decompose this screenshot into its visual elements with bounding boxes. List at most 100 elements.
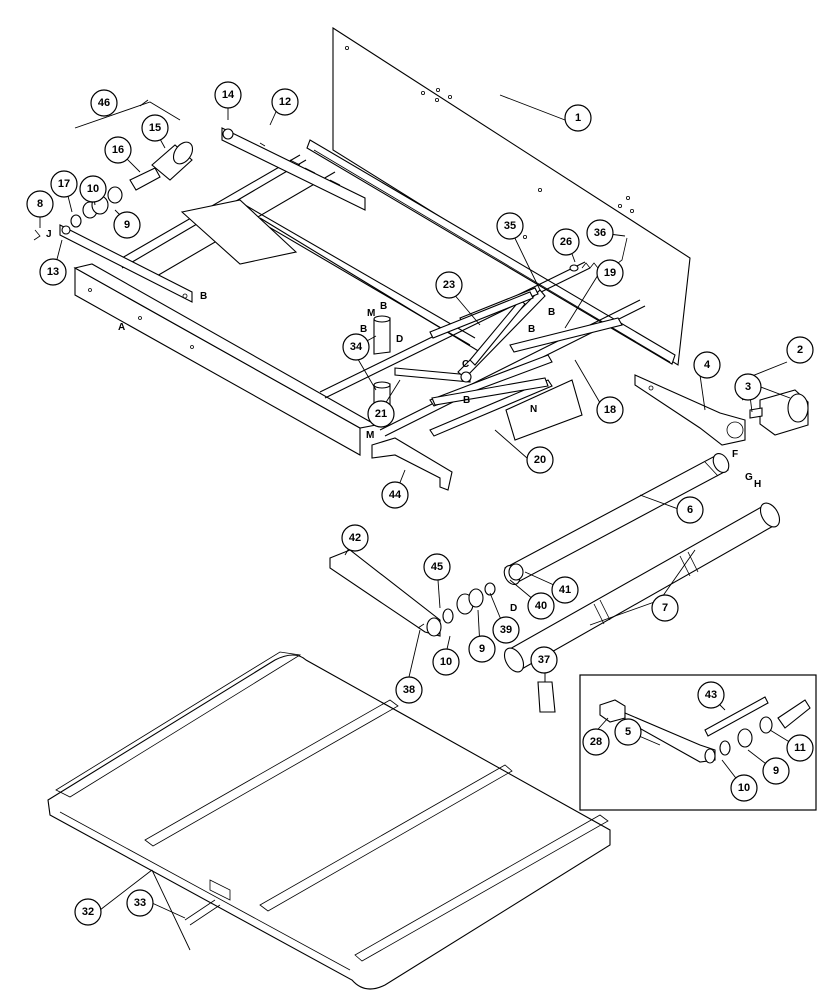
svg-text:8: 8 bbox=[37, 198, 43, 210]
svg-text:7: 7 bbox=[662, 602, 668, 614]
callout-17: 17 bbox=[50, 170, 78, 198]
callout-8: 8 bbox=[26, 190, 54, 218]
svg-text:43: 43 bbox=[705, 689, 717, 701]
letter-J: J bbox=[46, 229, 52, 240]
letter-N: N bbox=[530, 404, 537, 415]
letter-M: M bbox=[366, 430, 374, 441]
callout-19: 19 bbox=[596, 259, 624, 287]
callout-36: 36 bbox=[586, 219, 614, 247]
callout-16: 16 bbox=[104, 136, 132, 164]
callout-21: 21 bbox=[367, 400, 395, 428]
callout-37: 37 bbox=[530, 646, 558, 674]
svg-text:6: 6 bbox=[687, 504, 693, 516]
svg-text:5: 5 bbox=[625, 726, 631, 738]
svg-text:33: 33 bbox=[134, 897, 146, 909]
svg-text:40: 40 bbox=[535, 600, 547, 612]
callout-10: 10 bbox=[432, 648, 460, 676]
callout-3: 3 bbox=[734, 373, 762, 401]
roller-shaft-assembly bbox=[33, 141, 194, 241]
callout-32: 32 bbox=[74, 898, 102, 926]
svg-text:9: 9 bbox=[124, 219, 130, 231]
callout-9: 9 bbox=[468, 635, 496, 663]
callout-9: 9 bbox=[113, 211, 141, 239]
svg-text:36: 36 bbox=[594, 227, 606, 239]
svg-text:39: 39 bbox=[500, 624, 512, 636]
svg-text:14: 14 bbox=[222, 89, 235, 101]
callout-11: 11 bbox=[786, 734, 814, 762]
svg-text:34: 34 bbox=[350, 341, 363, 353]
letter-G: G bbox=[745, 472, 753, 483]
svg-text:13: 13 bbox=[47, 266, 59, 278]
svg-text:38: 38 bbox=[403, 684, 415, 696]
svg-text:26: 26 bbox=[560, 236, 572, 248]
letter-D: D bbox=[510, 603, 517, 614]
callout-18: 18 bbox=[596, 396, 624, 424]
callout-28: 28 bbox=[582, 728, 610, 756]
callout-2: 2 bbox=[786, 336, 814, 364]
callout-4: 4 bbox=[693, 351, 721, 379]
callout-40: 40 bbox=[527, 592, 555, 620]
callout-14: 14 bbox=[214, 81, 242, 109]
svg-text:21: 21 bbox=[375, 408, 387, 420]
callout-39: 39 bbox=[492, 616, 520, 644]
svg-text:41: 41 bbox=[559, 584, 571, 596]
callout-41: 41 bbox=[551, 576, 579, 604]
callout-34: 34 bbox=[342, 333, 370, 361]
callout-6: 6 bbox=[676, 496, 704, 524]
callout-10: 10 bbox=[730, 774, 758, 802]
callout-38: 38 bbox=[395, 676, 423, 704]
svg-text:44: 44 bbox=[389, 489, 402, 501]
tension-arm bbox=[329, 549, 524, 637]
callouts: 1 2 3 4 5 6 7 8 9 9 9 10 10 10 11 12 13 … bbox=[26, 81, 814, 926]
svg-text:28: 28 bbox=[590, 736, 602, 748]
callout-46: 46 bbox=[90, 89, 118, 117]
svg-text:16: 16 bbox=[112, 144, 124, 156]
svg-text:37: 37 bbox=[538, 654, 550, 666]
callout-33: 33 bbox=[126, 889, 154, 917]
callout-20: 20 bbox=[526, 446, 554, 474]
left-arm bbox=[59, 224, 193, 303]
svg-text:1: 1 bbox=[575, 112, 581, 124]
letter-D: D bbox=[396, 334, 403, 345]
svg-text:15: 15 bbox=[149, 122, 161, 134]
callout-42: 42 bbox=[341, 524, 369, 552]
letter-B: B bbox=[548, 307, 555, 318]
svg-text:45: 45 bbox=[431, 561, 443, 573]
callout-7: 7 bbox=[651, 594, 679, 622]
callout-12: 12 bbox=[271, 88, 299, 116]
callout-13: 13 bbox=[39, 258, 67, 286]
upper-arm bbox=[221, 127, 366, 211]
conveyor-belt bbox=[47, 651, 611, 990]
svg-text:12: 12 bbox=[279, 96, 291, 108]
letter-C: C bbox=[462, 359, 469, 370]
letter-B: B bbox=[360, 324, 367, 335]
callout-26: 26 bbox=[552, 228, 580, 256]
svg-text:20: 20 bbox=[534, 454, 546, 466]
svg-text:3: 3 bbox=[745, 381, 751, 393]
letter-B: B bbox=[463, 395, 470, 406]
letter-B: B bbox=[380, 301, 387, 312]
callout-9: 9 bbox=[762, 757, 790, 785]
svg-text:2: 2 bbox=[797, 344, 803, 356]
svg-text:46: 46 bbox=[98, 97, 110, 109]
svg-text:4: 4 bbox=[704, 359, 711, 371]
callout-35: 35 bbox=[496, 212, 524, 240]
callout-1: 1 bbox=[564, 104, 592, 132]
callout-44: 44 bbox=[381, 481, 409, 509]
svg-text:10: 10 bbox=[87, 183, 99, 195]
callout-5: 5 bbox=[614, 718, 642, 746]
svg-text:42: 42 bbox=[349, 532, 361, 544]
svg-text:9: 9 bbox=[479, 643, 485, 655]
callout-15: 15 bbox=[141, 114, 169, 142]
callout-10: 10 bbox=[79, 175, 107, 203]
svg-text:17: 17 bbox=[58, 178, 70, 190]
callout-43: 43 bbox=[697, 681, 725, 709]
letter-references: J B A B M B D B B C B M N F G H D bbox=[46, 229, 761, 614]
drive-arm bbox=[634, 374, 746, 446]
callout-45: 45 bbox=[423, 553, 451, 581]
svg-text:18: 18 bbox=[604, 404, 616, 416]
svg-text:11: 11 bbox=[794, 742, 806, 754]
linkage bbox=[394, 287, 623, 406]
svg-text:32: 32 bbox=[82, 906, 94, 918]
